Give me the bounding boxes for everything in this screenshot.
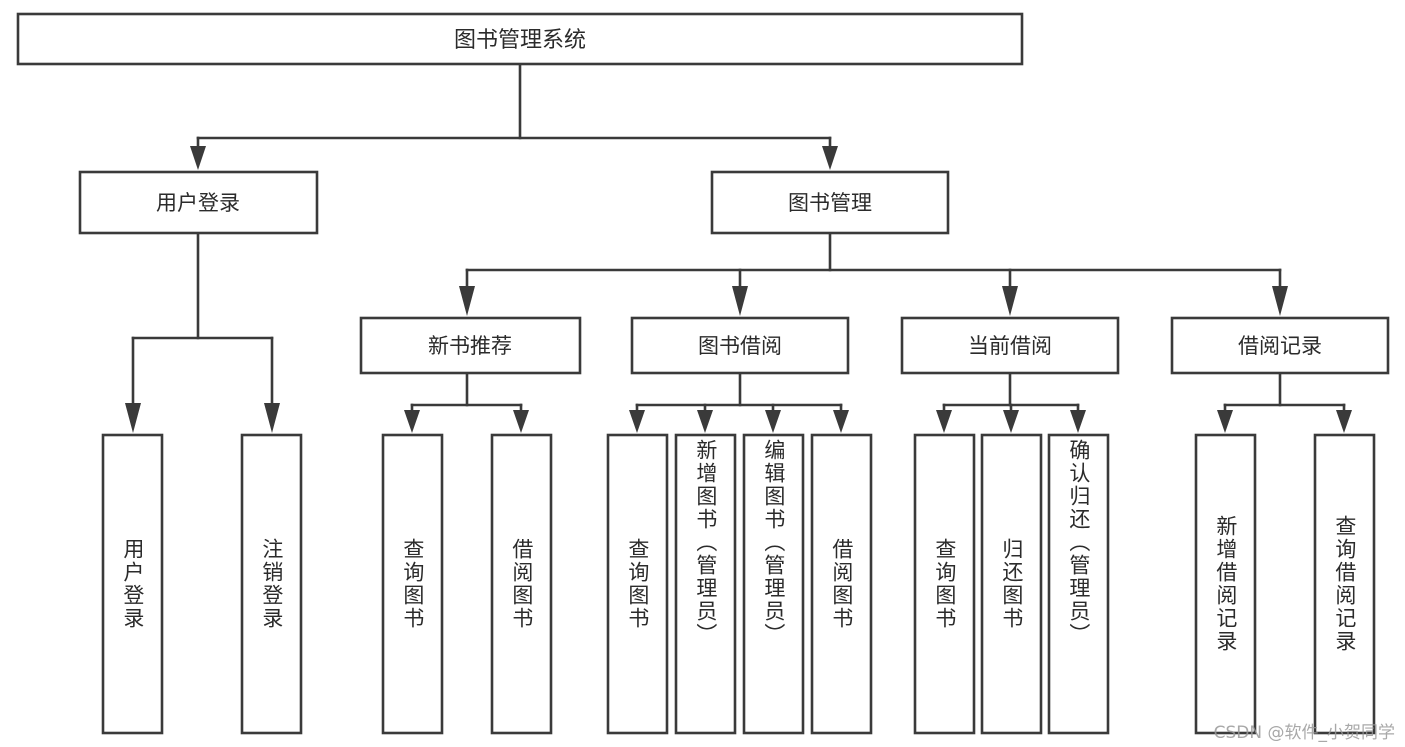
arrow-head-leaf-new-book-0 (404, 410, 420, 433)
node-root-box[interactable] (16, 12, 1024, 66)
leaf-box-current-borrow-1[interactable] (980, 433, 1043, 735)
arrow-head-level2-1 (732, 286, 748, 316)
node-user-login[interactable]: 用户登录 (78, 170, 319, 235)
arrow-head-leaf-current-borrow-0 (936, 410, 952, 433)
connector-group-book-borrow (629, 371, 849, 433)
node-borrow-record[interactable]: 借阅记录 (1170, 316, 1390, 375)
leaf-box-new-book-1[interactable] (490, 433, 553, 735)
arrow-head-level2-3 (1272, 286, 1288, 316)
leaf-boxes-new-book-recommend (381, 433, 553, 735)
arrow-head-book-manage (822, 146, 838, 170)
connector-group-root (190, 62, 838, 170)
node-book-manage-box[interactable] (710, 170, 950, 235)
node-user-login-label: 用户登录 (156, 191, 240, 215)
connector-group-user-login (125, 231, 280, 433)
node-book-borrow-box[interactable] (630, 316, 850, 375)
node-user-login-box[interactable] (78, 170, 319, 235)
arrow-head-level2-2 (1002, 286, 1018, 316)
node-current-borrow-label: 当前借阅 (968, 334, 1052, 358)
node-new-book-recommend[interactable]: 新书推荐 (359, 316, 582, 375)
arrow-head-leaf-book-borrow-0 (629, 410, 645, 433)
connector-group-new-book (404, 371, 529, 433)
leaf-box-current-borrow-2[interactable] (1047, 433, 1110, 735)
leaf-boxes-user-login (101, 433, 303, 735)
arrow-head-leaf-borrow-record-0 (1217, 410, 1233, 433)
leaf-boxes-current-borrow (913, 433, 1110, 735)
node-borrow-record-label: 借阅记录 (1238, 334, 1322, 358)
node-current-borrow[interactable]: 当前借阅 (900, 316, 1120, 375)
leaf-box-book-borrow-0[interactable] (606, 433, 669, 735)
leaf-box-book-borrow-1[interactable] (674, 433, 737, 735)
arrow-head-level2-0 (459, 286, 475, 316)
node-book-manage-label: 图书管理 (788, 191, 872, 215)
node-new-book-recommend-label: 新书推荐 (428, 334, 512, 358)
arrow-head-leaf-user-login-0 (125, 403, 141, 433)
node-book-borrow-label: 图书借阅 (698, 334, 782, 358)
leaf-boxes-book-borrow (606, 433, 873, 735)
arrow-head-leaf-new-book-1 (513, 410, 529, 433)
leaf-box-user-login-0[interactable] (101, 433, 164, 735)
connector-group-current-borrow (936, 371, 1086, 433)
arrow-head-leaf-current-borrow-2 (1070, 410, 1086, 433)
node-book-borrow[interactable]: 图书借阅 (630, 316, 850, 375)
arrow-head-leaf-user-login-1 (264, 403, 280, 433)
leaf-box-new-book-0[interactable] (381, 433, 444, 735)
leaf-box-borrow-record-1[interactable] (1313, 433, 1376, 735)
arrow-head-leaf-book-borrow-1 (697, 410, 713, 433)
node-root[interactable]: 图书管理系统 (16, 12, 1024, 66)
node-root-label: 图书管理系统 (454, 28, 586, 53)
arrow-head-leaf-current-borrow-1 (1003, 410, 1019, 433)
node-new-book-recommend-box[interactable] (359, 316, 582, 375)
leaf-box-user-login-1[interactable] (240, 433, 303, 735)
arrow-head-user-login (190, 146, 206, 170)
arrow-head-leaf-book-borrow-2 (765, 410, 781, 433)
arrow-head-leaf-book-borrow-3 (833, 410, 849, 433)
leaf-box-borrow-record-0[interactable] (1194, 433, 1257, 735)
node-current-borrow-box[interactable] (900, 316, 1120, 375)
arrow-head-leaf-borrow-record-1 (1336, 410, 1352, 433)
connector-group-book-manage (459, 231, 1288, 316)
leaf-box-book-borrow-2[interactable] (742, 433, 805, 735)
leaf-box-current-borrow-0[interactable] (913, 433, 976, 735)
node-borrow-record-box[interactable] (1170, 316, 1390, 375)
leaf-boxes-borrow-record (1194, 433, 1376, 735)
connector-group-borrow-record (1217, 371, 1352, 433)
node-book-manage[interactable]: 图书管理 (710, 170, 950, 235)
leaf-box-book-borrow-3[interactable] (810, 433, 873, 735)
